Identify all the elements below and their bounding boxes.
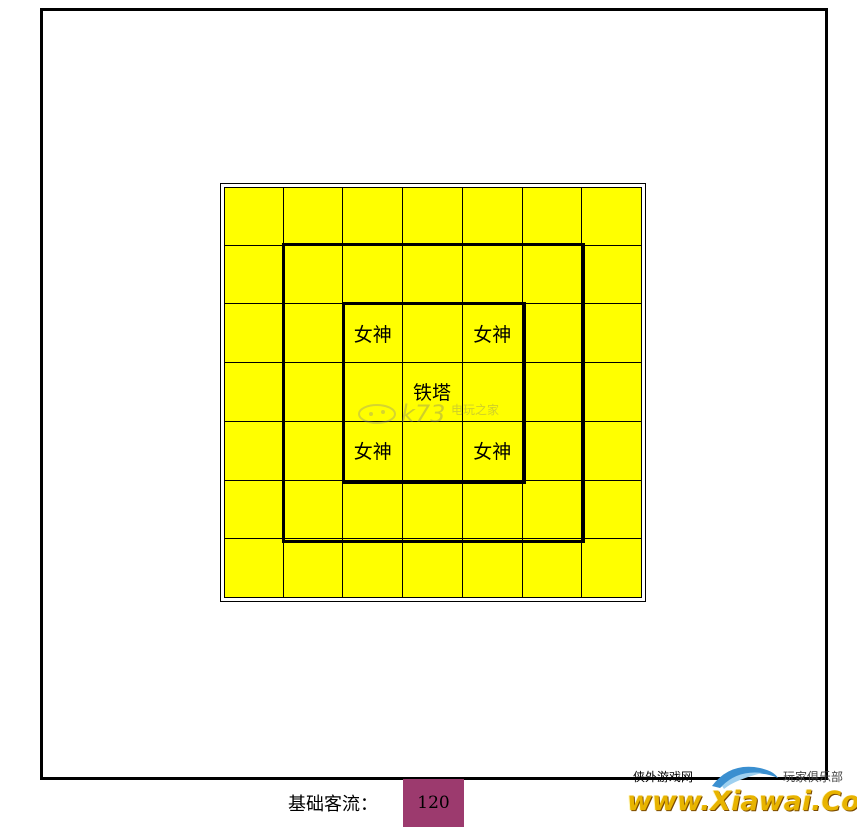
board-cell[interactable]	[522, 421, 583, 481]
board-cell[interactable]	[403, 363, 463, 422]
wave-icon	[712, 766, 778, 789]
board-cell[interactable]	[224, 245, 284, 305]
logo-url-text: www.Xiawai.Com	[627, 786, 857, 817]
board-cell[interactable]	[462, 245, 523, 305]
board-cell[interactable]	[224, 304, 284, 364]
board-cell[interactable]	[462, 363, 523, 422]
board-cell[interactable]	[343, 480, 404, 540]
board-cell[interactable]	[582, 245, 642, 305]
board-cell[interactable]	[283, 421, 344, 481]
board-cell[interactable]	[403, 304, 463, 364]
board-cell[interactable]	[582, 539, 642, 598]
board-cell[interactable]: 女神	[462, 421, 523, 481]
base-flow-value: 120	[403, 779, 464, 827]
board-cell[interactable]	[582, 304, 642, 364]
k73-watermark-subtext: 电玩之家	[451, 402, 499, 417]
board-cell[interactable]	[343, 363, 404, 422]
logo-caption-right: 玩家俱乐部	[783, 770, 844, 784]
board-cell[interactable]	[582, 187, 642, 246]
xiawai-logo: 侠外游戏网 玩家俱乐部 www.Xiawai.Com	[625, 760, 857, 828]
board-cell[interactable]	[403, 421, 463, 481]
board-cell[interactable]	[462, 480, 523, 540]
board-cell[interactable]	[462, 539, 523, 598]
board-cell[interactable]	[224, 187, 284, 246]
board-cell[interactable]	[283, 187, 344, 246]
board-cell[interactable]	[224, 539, 284, 598]
board-cell[interactable]	[403, 539, 463, 598]
board-cell[interactable]	[462, 187, 523, 246]
board-cell[interactable]: 女神	[462, 304, 523, 364]
board-cell[interactable]	[522, 539, 583, 598]
board-cell[interactable]	[224, 480, 284, 540]
board-cell[interactable]	[522, 363, 583, 422]
board-cell[interactable]	[582, 363, 642, 422]
board-grid: 女神女神女神女神	[224, 187, 642, 598]
board-cell[interactable]	[343, 539, 404, 598]
board-cell[interactable]	[283, 480, 344, 540]
board-cell[interactable]: 女神	[343, 421, 404, 481]
k73-watermark-logo: k73 电玩之家	[358, 400, 499, 428]
board-cell[interactable]	[283, 304, 344, 364]
board-cell[interactable]	[403, 480, 463, 540]
placement-board: 女神女神女神女神	[220, 183, 646, 602]
board-cell[interactable]	[522, 187, 583, 246]
board-cell[interactable]	[582, 421, 642, 481]
board-cell[interactable]	[403, 187, 463, 246]
board-cell[interactable]	[522, 304, 583, 364]
board-cell[interactable]	[283, 539, 344, 598]
board-cell[interactable]	[343, 187, 404, 246]
k73-watermark-text: k73	[401, 400, 445, 428]
board-cell[interactable]	[343, 245, 404, 305]
board-cell[interactable]	[283, 363, 344, 422]
board-cell[interactable]	[403, 245, 463, 305]
board-cell[interactable]	[522, 480, 583, 540]
board-cell[interactable]	[224, 363, 284, 422]
board-cell[interactable]	[582, 480, 642, 540]
board-cell[interactable]	[224, 421, 284, 481]
board-cell[interactable]	[283, 245, 344, 305]
board-cell[interactable]: 女神	[343, 304, 404, 364]
logo-caption-left: 侠外游戏网	[633, 770, 694, 784]
board-cell[interactable]	[522, 245, 583, 305]
tower-label: 铁塔	[413, 382, 452, 404]
base-flow-label: 基础客流：	[288, 794, 378, 815]
